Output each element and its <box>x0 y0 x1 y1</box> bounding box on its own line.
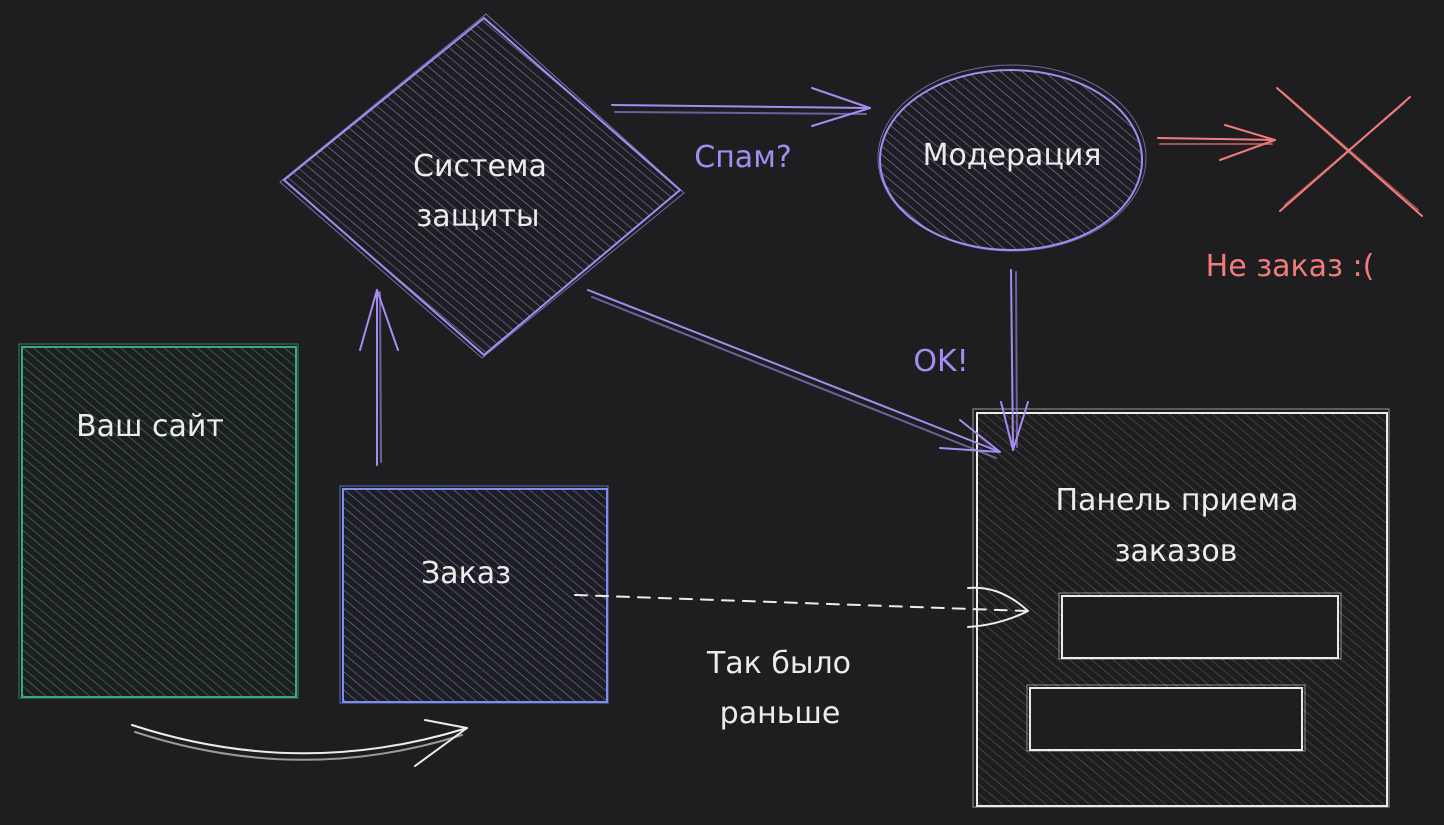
protection-label-line1: Система <box>413 149 547 184</box>
ok-label: OK! <box>913 344 968 379</box>
before-label-line1: Так было <box>706 646 851 681</box>
not-order-label: Не заказ :( <box>1206 249 1375 284</box>
protection-diamond <box>279 13 685 359</box>
arrow-moderation-to-reject <box>1157 124 1276 161</box>
site-label: Ваш сайт <box>76 409 224 444</box>
panel-field-top <box>1058 592 1342 660</box>
site-box <box>18 343 299 699</box>
arrow-moderation-to-panel <box>1000 269 1029 451</box>
panel-field-bottom <box>1026 684 1306 752</box>
protection-label-line2: защиты <box>416 199 539 234</box>
moderation-label: Модерация <box>923 138 1102 173</box>
order-box <box>339 485 609 704</box>
panel-label-line1: Панель приема <box>1055 483 1298 518</box>
arrow-protection-to-panel <box>587 289 1001 459</box>
arrow-protection-to-moderation <box>611 87 871 127</box>
arrow-site-to-order <box>131 719 468 767</box>
arrow-order-to-protection <box>359 289 399 466</box>
arrow-order-to-panel-dashed <box>574 586 1029 628</box>
moderation-ellipse <box>877 64 1147 252</box>
x-cross-icon <box>1276 87 1423 217</box>
before-label-line2: раньше <box>720 696 841 731</box>
spam-label: Спам? <box>694 140 792 175</box>
order-label: Заказ <box>421 556 511 591</box>
panel-label-line2: заказов <box>1115 534 1238 569</box>
